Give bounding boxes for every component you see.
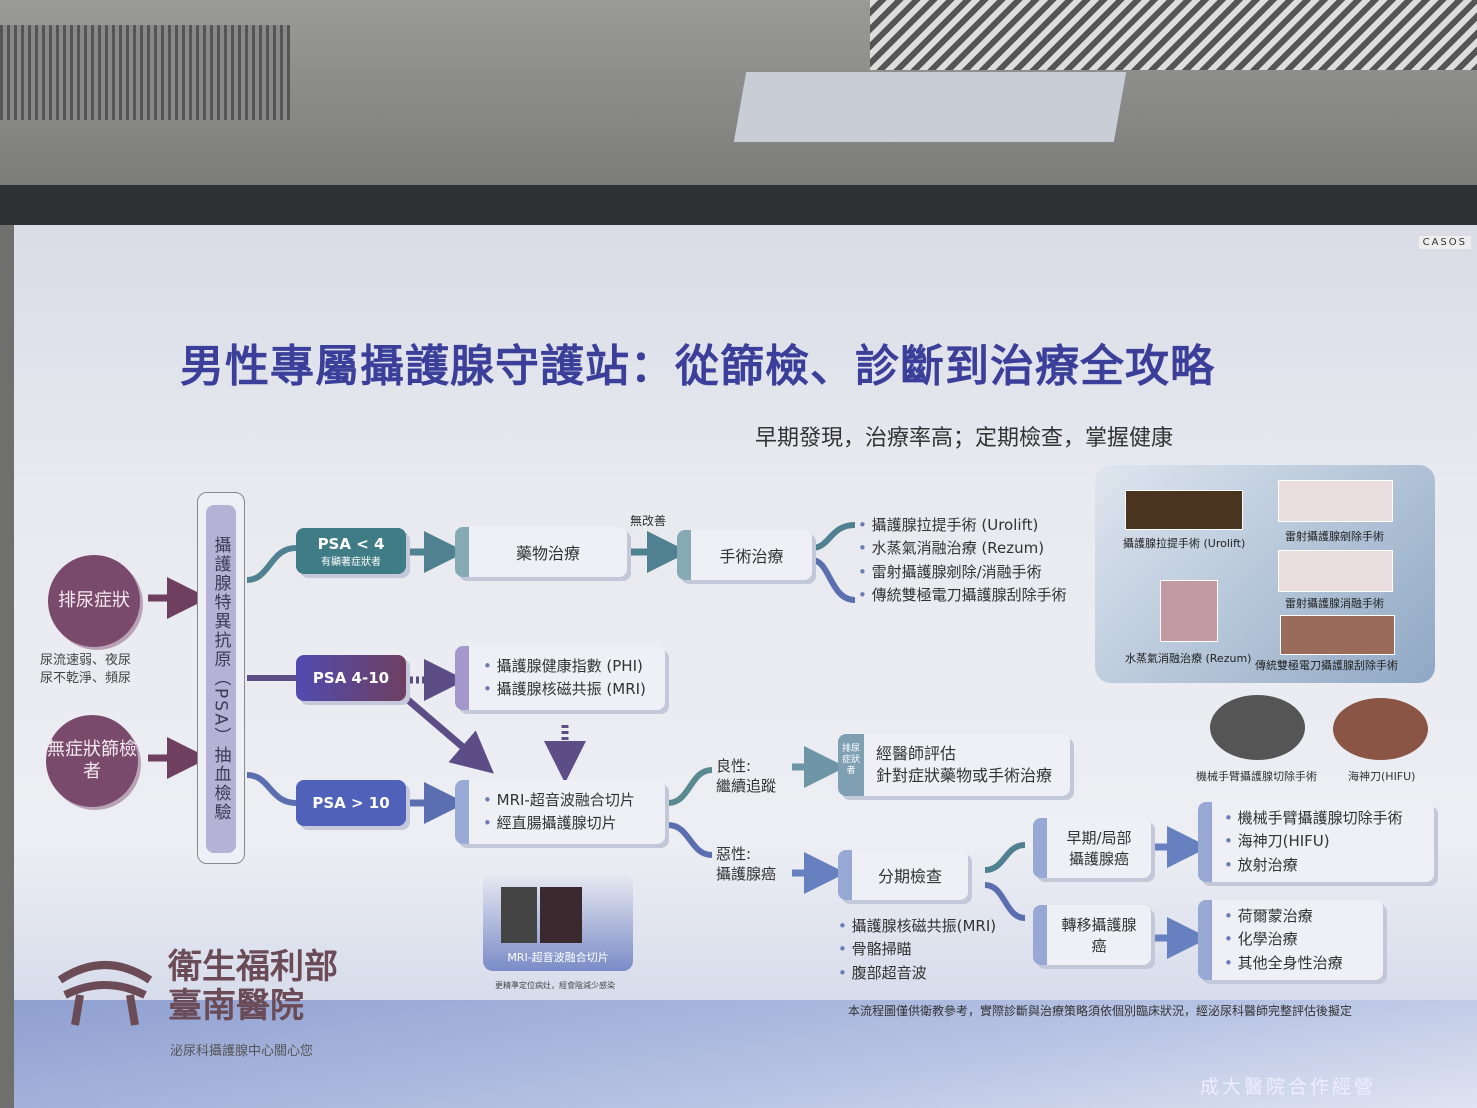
entry-screening: 無症狀篩檢者: [46, 715, 138, 807]
list-item: 經直腸攝護腺切片: [483, 812, 635, 835]
hospital-name: 衛生福利部臺南醫院: [168, 947, 338, 1027]
ceiling-vent: [0, 25, 290, 120]
hospital-name-line1: 衛生福利部: [168, 947, 338, 987]
symptoms-note-line: 尿流速弱、夜尿: [40, 653, 132, 668]
entry-symptoms: 排尿症狀: [48, 555, 140, 647]
partner-label: 成大醫院合作經營: [1200, 1076, 1377, 1098]
hospital-tagline: 泌尿科攝護腺中心關心您: [170, 1044, 314, 1059]
drug-treatment-box: 藥物治療: [455, 527, 627, 577]
benign-box-line: 針對症狀藥物或手術治療: [876, 766, 1053, 785]
psa-mid-badge: PSA 4-10: [296, 655, 406, 701]
list-item: 攝護腺拉提手術 (Urolift): [858, 514, 1067, 537]
staging-box: 分期檢查: [838, 850, 968, 900]
rezum-image: [1160, 580, 1218, 642]
laser-vaporization-image: [1278, 550, 1393, 592]
benign-title: 良性:: [716, 757, 752, 775]
list-item: 海神刀(HIFU): [1224, 830, 1403, 853]
mid-tests-box: 攝護腺健康指數 (PHI)攝護腺核磁共振 (MRI): [455, 646, 665, 710]
fusion-caption: MRI-超音波融合切片: [507, 951, 609, 964]
list-item: 雷射攝護腺剜除/消融手術: [858, 561, 1067, 584]
psa-test-column: 攝護腺特異抗原（PSA）抽血檢驗: [197, 492, 245, 864]
benign-tag: 排尿症狀者: [841, 744, 860, 776]
hospital-name-line2: 臺南醫院: [168, 986, 304, 1027]
benign-sub: 繼續追蹤: [716, 776, 777, 795]
list-item: 腹部超音波: [838, 962, 996, 985]
list-item: 荷爾蒙治療: [1224, 905, 1343, 928]
list-item: MRI-超音波融合切片: [483, 789, 635, 812]
surgery-options-list: 攝護腺拉提手術 (Urolift) 水蒸氣消融治療 (Rezum) 雷射攝護腺剜…: [858, 514, 1067, 607]
list-item: 化學治療: [1224, 928, 1343, 951]
no-improvement-label: 無改善: [630, 514, 667, 528]
surgery-images-panel: 攝護腺拉提手術 (Urolift) 雷射攝護腺剜除手術 雷射攝護腺消融手術 水蒸…: [1095, 465, 1435, 683]
psa-low-badge: PSA < 4 有顯著症狀者: [296, 528, 406, 574]
hifu-caption: 海神刀(HIFU): [1348, 770, 1416, 783]
list-item: 水蒸氣消融治療 (Rezum): [858, 537, 1067, 560]
arrow-mid-biopsy: [405, 697, 494, 774]
benign-label: 良性:繼續追蹤: [716, 757, 776, 796]
fusion-note: 更精準定位病灶，經會陰減少感染: [495, 981, 615, 990]
early-cancer-box: 早期/局部攝護腺癌: [1033, 818, 1151, 878]
hifu-image: [1333, 698, 1428, 760]
metastatic-treatments-box: 荷爾蒙治療化學治療其他全身性治療: [1198, 900, 1383, 980]
laser-enucleation-image: [1278, 480, 1393, 522]
slide-footer-band: [14, 1000, 1477, 1108]
psa-low-sub: 有顯著症狀者: [321, 556, 381, 568]
ultrasound-image: [501, 887, 537, 943]
rezum-caption: 水蒸氣消融治療 (Rezum): [1125, 652, 1252, 665]
list-item: 骨骼掃瞄: [838, 938, 996, 961]
robot-caption: 機械手臂攝護腺切除手術: [1196, 770, 1317, 783]
urolift-caption: 攝護腺拉提手術 (Urolift): [1123, 537, 1246, 550]
malignant-sub: 攝護腺癌: [716, 864, 777, 883]
turp-image: [1280, 615, 1395, 655]
turp-caption: 傳統雙極電刀攝護腺刮除手術: [1255, 659, 1398, 672]
laser-enucleation-caption: 雷射攝護腺剜除手術: [1285, 530, 1384, 543]
ceiling-grille: [870, 0, 1477, 70]
malignant-label: 惡性:攝護腺癌: [716, 845, 776, 884]
disclaimer: 本流程圖僅供衛教參考，實際診斷與治療策略須依個別臨床狀況，經泌尿科醫師完整評估後…: [848, 1004, 1353, 1018]
symptoms-note: 尿流速弱、夜尿 尿不乾淨、頻尿: [40, 652, 131, 688]
psa-mid-label: PSA 4-10: [312, 669, 390, 687]
list-item: 放射治療: [1224, 854, 1403, 877]
surgery-box: 手術治療: [677, 530, 812, 580]
list-item: 攝護腺核磁共振(MRI): [838, 915, 997, 938]
malignant-title: 惡性:: [716, 845, 752, 863]
psa-low-label: PSA < 4: [317, 534, 385, 553]
screen-brand: CASOS: [1418, 236, 1471, 249]
benign-box: 排尿症狀者 經醫師評估針對症狀藥物或手術治療: [838, 734, 1070, 796]
metastatic-cancer-box: 轉移攝護腺癌: [1033, 905, 1151, 965]
list-item: 機械手臂攝護腺切除手術: [1224, 807, 1403, 830]
screen-housing: [0, 185, 1477, 225]
robot-image: [1210, 695, 1305, 760]
slide-title: 男性專屬攝護腺守護站：從篩檢、診斷到治療全攻略: [180, 341, 1215, 392]
biopsy-box: MRI-超音波融合切片經直腸攝護腺切片: [455, 780, 665, 844]
psa-high-label: PSA > 10: [312, 794, 390, 812]
list-item: 攝護腺核磁共振 (MRI): [483, 678, 646, 701]
laser-vaporization-caption: 雷射攝護腺消融手術: [1285, 597, 1384, 610]
slide-subtitle: 早期發現，治療率高；定期檢查，掌握健康: [755, 426, 1174, 451]
list-item: 攝護腺健康指數 (PHI): [483, 655, 646, 678]
list-item: 傳統雙極電刀攝護腺刮除手術: [858, 584, 1067, 607]
hospital-logo: [57, 961, 153, 1026]
mri-image: [540, 887, 582, 943]
list-item: 其他全身性治療: [1224, 952, 1343, 975]
fusion-biopsy-card: MRI-超音波融合切片: [483, 873, 633, 971]
psa-high-badge: PSA > 10: [296, 780, 406, 826]
benign-box-line: 經醫師評估: [876, 744, 957, 764]
symptoms-note-line: 尿不乾淨、頻尿: [40, 671, 132, 687]
urolift-image: [1125, 490, 1243, 530]
staging-tests-list: 攝護腺核磁共振(MRI) 骨骼掃瞄 腹部超音波: [838, 915, 997, 985]
psa-test-label: 攝護腺特異抗原（PSA）抽血檢驗: [206, 505, 236, 853]
